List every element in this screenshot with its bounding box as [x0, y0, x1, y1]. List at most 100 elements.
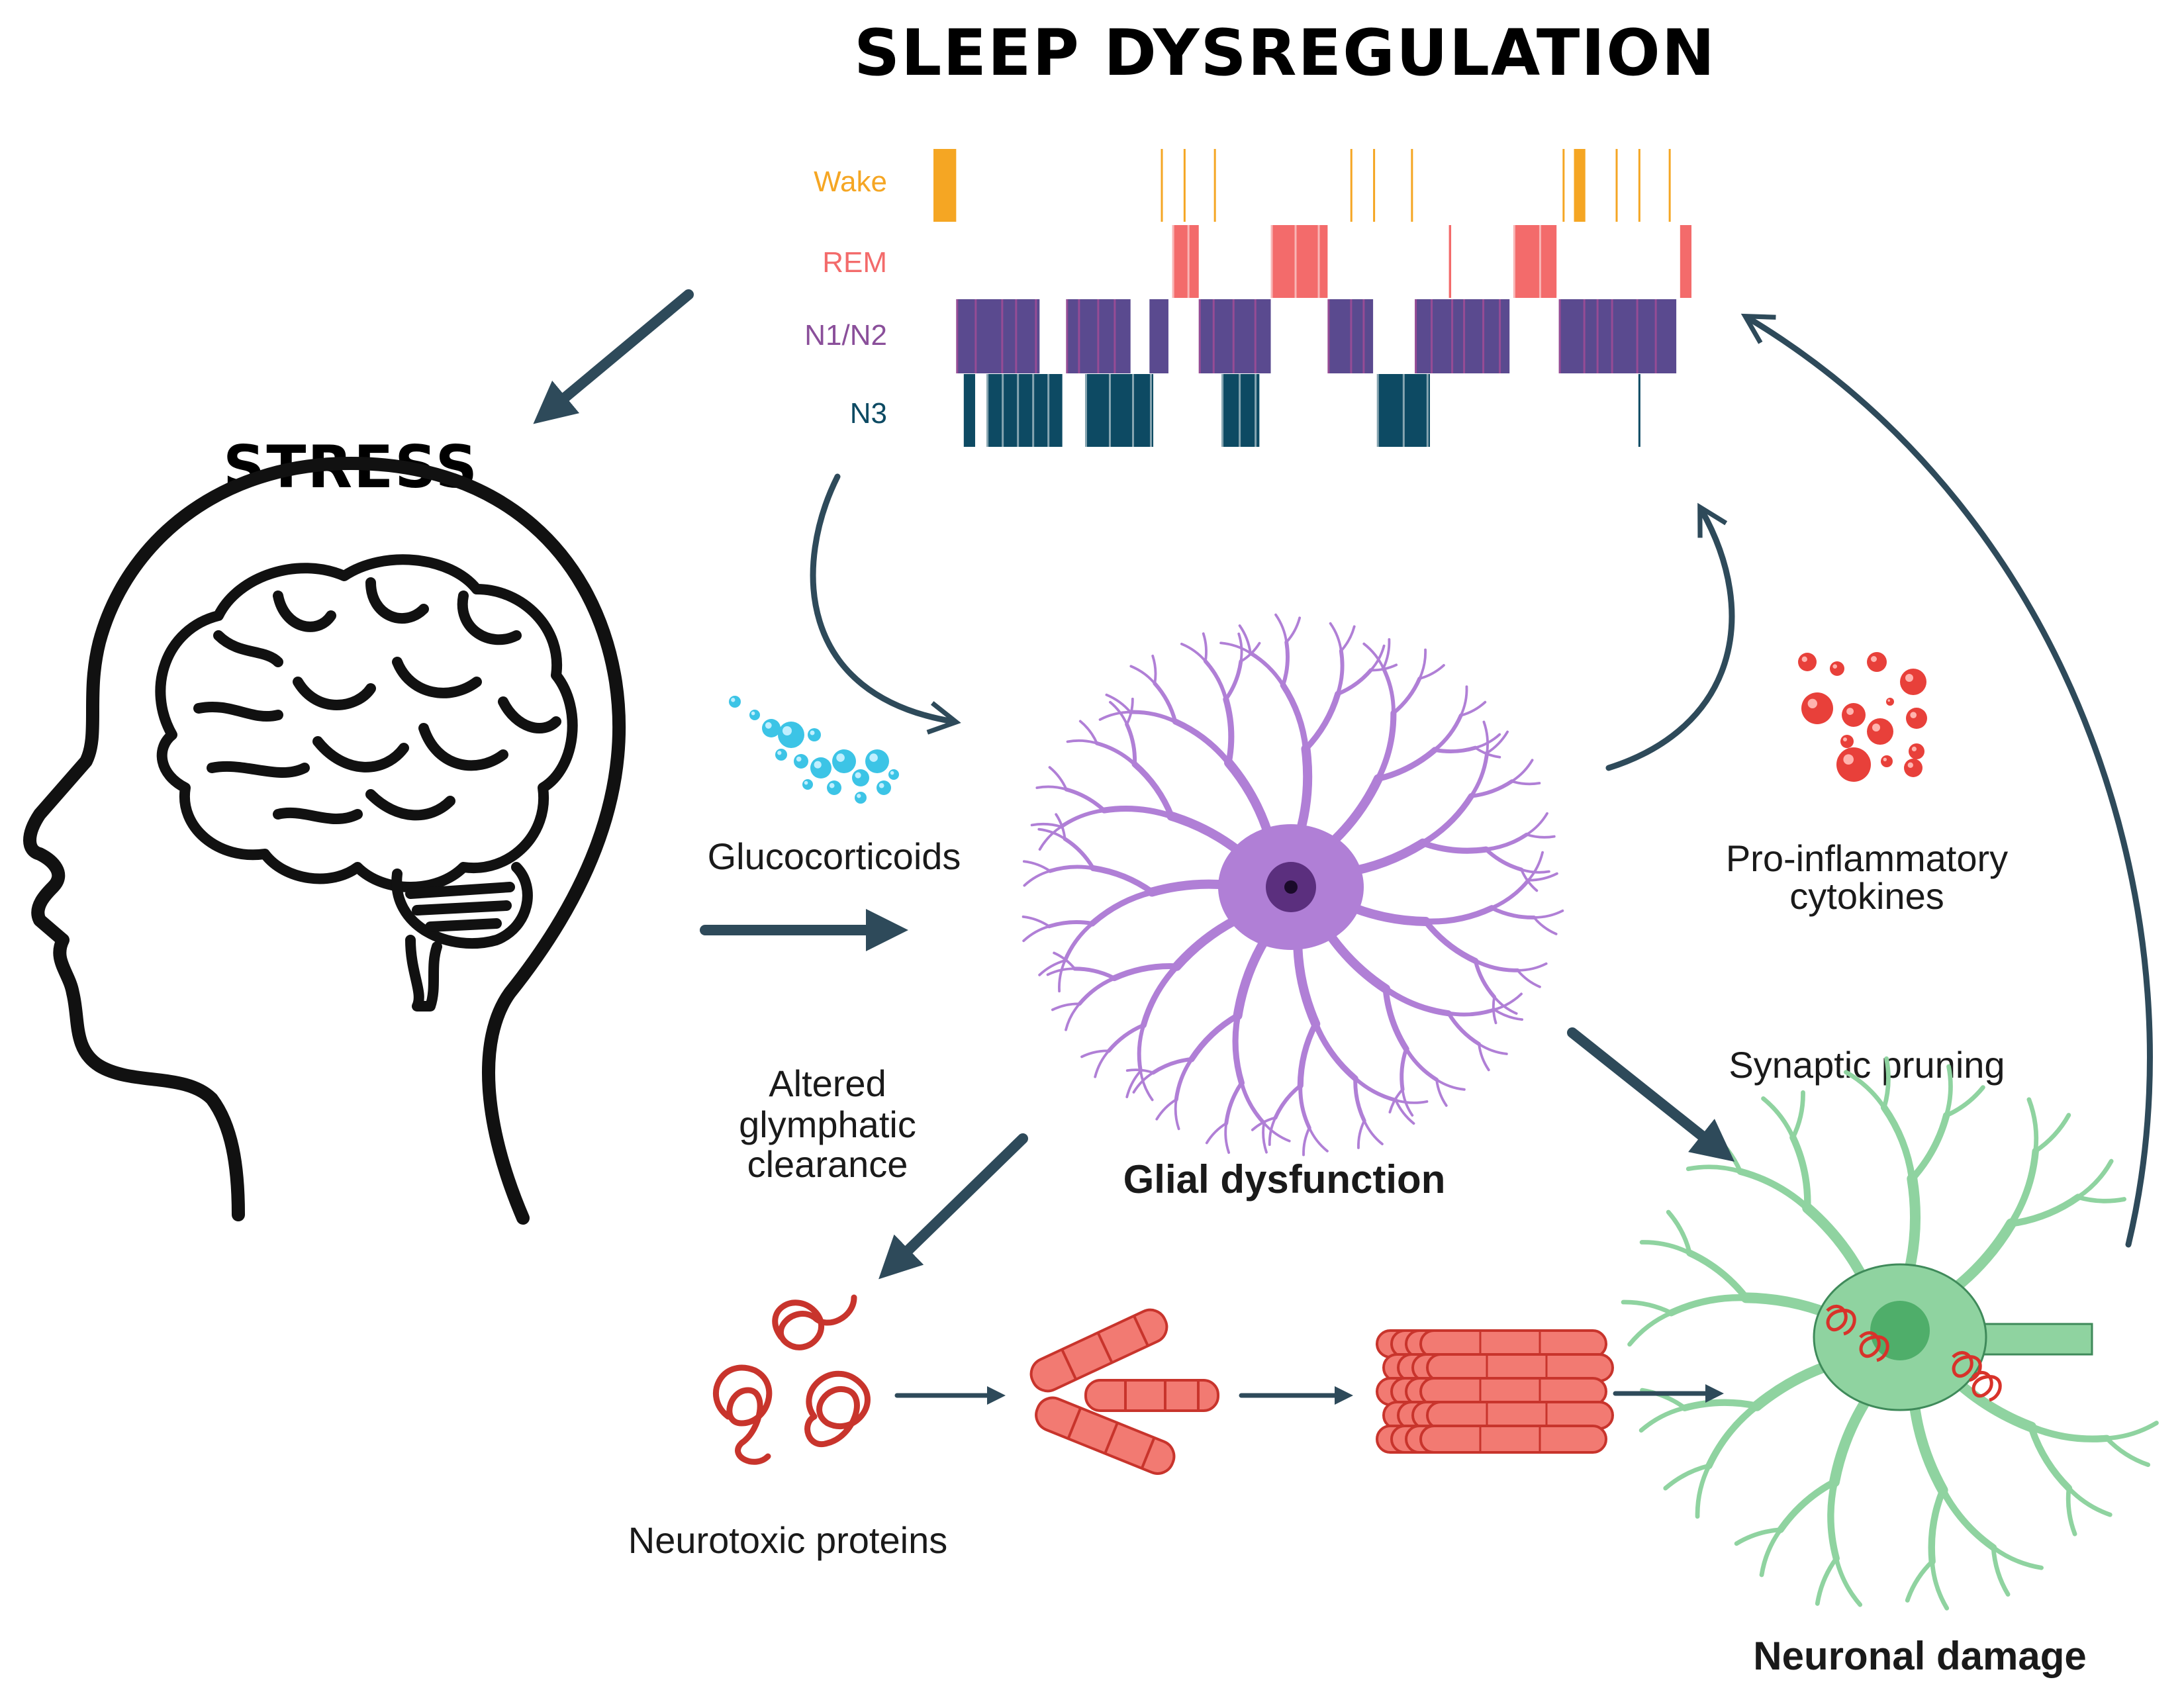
- cell-process: [1789, 1134, 1811, 1212]
- neurofibrillary-tangle: [1826, 1304, 1856, 1336]
- cytokine-dot: [1801, 692, 1833, 724]
- hypnogram-stripe: [1047, 374, 1050, 447]
- cytokine-highlight: [1843, 737, 1847, 741]
- hypnogram-stripe: [1350, 299, 1353, 373]
- hypnogram-segment: [1558, 299, 1677, 373]
- cell-process: [1155, 1098, 1178, 1121]
- neuronal-damage-label: Neuronal damage: [1753, 1634, 2087, 1678]
- cell-process: [1151, 1057, 1194, 1075]
- cell-process: [2065, 1485, 2077, 1536]
- cell-process: [1362, 642, 1385, 670]
- cytokine-dot: [1886, 698, 1894, 706]
- glucocorticoid-bubble: [865, 749, 889, 773]
- hypnogram-stripe: [1270, 225, 1273, 298]
- cell-process: [1827, 1478, 1840, 1562]
- cell-process: [1335, 649, 1345, 696]
- hypnogram-stripe: [1596, 299, 1599, 373]
- stage-label-wake: Wake: [814, 165, 887, 198]
- cell-process: [1339, 625, 1356, 653]
- cell-process: [1312, 1021, 1358, 1082]
- cell-process: [1038, 825, 1063, 851]
- altered-label-line3: clearance: [747, 1143, 908, 1185]
- cell-process: [1469, 751, 1490, 798]
- cell-process: [1666, 1209, 1692, 1256]
- glucocorticoid-bubble: [802, 779, 813, 790]
- glucocorticoid-bubble: [762, 719, 781, 737]
- cell-process: [1307, 1126, 1329, 1153]
- cell-process: [1137, 1023, 1146, 1073]
- cell-process: [1478, 1043, 1508, 1055]
- cell-process: [1066, 739, 1098, 745]
- hypnogram-segment: [1085, 374, 1154, 447]
- cell-process: [1627, 1310, 1674, 1347]
- cell-process: [1394, 1099, 1415, 1125]
- cell-process: [1131, 761, 1174, 820]
- cell-process: [1525, 833, 1556, 839]
- hypnogram-stripe: [1463, 299, 1466, 373]
- cell-process: [1525, 812, 1548, 836]
- hypnogram-stripe: [1002, 374, 1004, 447]
- hypnogram-stripe: [1254, 299, 1257, 373]
- glucocorticoid-bubble: [749, 710, 760, 720]
- cell-process: [1928, 1486, 1946, 1565]
- neurofibrillary-tangle: [1971, 1370, 2002, 1402]
- cell-process: [1329, 622, 1343, 653]
- hypnogram-stripe: [1212, 299, 1215, 373]
- hypnogram-segment: [1172, 225, 1199, 298]
- bubble-highlight: [857, 794, 861, 798]
- cell-process: [1695, 1463, 1711, 1519]
- cytokine-dot: [1867, 652, 1887, 672]
- cell-process: [1064, 787, 1106, 813]
- bubble-highlight: [890, 771, 894, 775]
- cell-process: [1202, 632, 1208, 663]
- hypnogram-stripe: [1132, 374, 1134, 447]
- glucocorticoid-bubble: [778, 722, 804, 748]
- glucocorticoid-molecules: [729, 696, 899, 804]
- cell-process: [1638, 1405, 1687, 1433]
- cell-process: [1930, 1559, 1950, 1611]
- arrow-cytokines-to-sleep: [1605, 502, 1735, 771]
- hypnogram-stripe: [1066, 299, 1068, 373]
- cell-process: [1090, 865, 1155, 896]
- cell-process: [1484, 832, 1529, 852]
- hypnogram-stripe: [1451, 299, 1454, 373]
- cytokine-highlight: [1832, 664, 1837, 669]
- cell-process: [1490, 878, 1531, 910]
- cytokine-dot: [1798, 653, 1817, 671]
- altered-label-line2: glymphatic: [739, 1104, 916, 1145]
- hypnogram-stripe: [1415, 299, 1417, 373]
- glucocorticoid-bubble: [808, 728, 821, 741]
- glial-dysfunction-label: Glial dysfunction: [1123, 1157, 1446, 1201]
- cell-process: [1510, 759, 1534, 783]
- glucocorticoid-bubble: [888, 769, 899, 780]
- cell-process: [1834, 1556, 1863, 1607]
- glucocorticoid-bubble: [729, 696, 741, 708]
- cell-process: [1089, 888, 1155, 927]
- hypnogram-segment: [1411, 149, 1413, 222]
- cytokine-dot: [1906, 708, 1927, 729]
- cell-process: [1418, 664, 1445, 681]
- bubble-highlight: [878, 782, 884, 788]
- cell-process: [1663, 1463, 1711, 1491]
- hypnogram-stripe: [1150, 374, 1152, 447]
- cell-process: [1023, 869, 1051, 887]
- cell-process: [1030, 822, 1063, 828]
- cell-process: [1298, 1083, 1311, 1130]
- cell-process: [1297, 1021, 1319, 1089]
- cell-process: [1473, 959, 1497, 999]
- cell-process: [1021, 915, 1051, 928]
- hypnogram-segment: [1415, 299, 1510, 373]
- cell-process: [1238, 624, 1252, 655]
- cell-process: [1098, 710, 1132, 721]
- arrow-sleep-to-stress: [533, 289, 694, 424]
- cell-process: [2075, 1158, 2114, 1200]
- cell-process: [1736, 1168, 1811, 1212]
- hypnogram-stripe: [1187, 225, 1190, 298]
- hypnogram-segment: [1350, 149, 1353, 222]
- hypnogram-stripe: [956, 299, 959, 373]
- misfolded-protein-icon: [713, 1294, 871, 1465]
- cytokines-label-line2: cytokines: [1789, 875, 1944, 917]
- hypnogram-stripe: [1035, 299, 1037, 373]
- bubble-highlight: [810, 730, 815, 735]
- cell-process: [1520, 868, 1550, 874]
